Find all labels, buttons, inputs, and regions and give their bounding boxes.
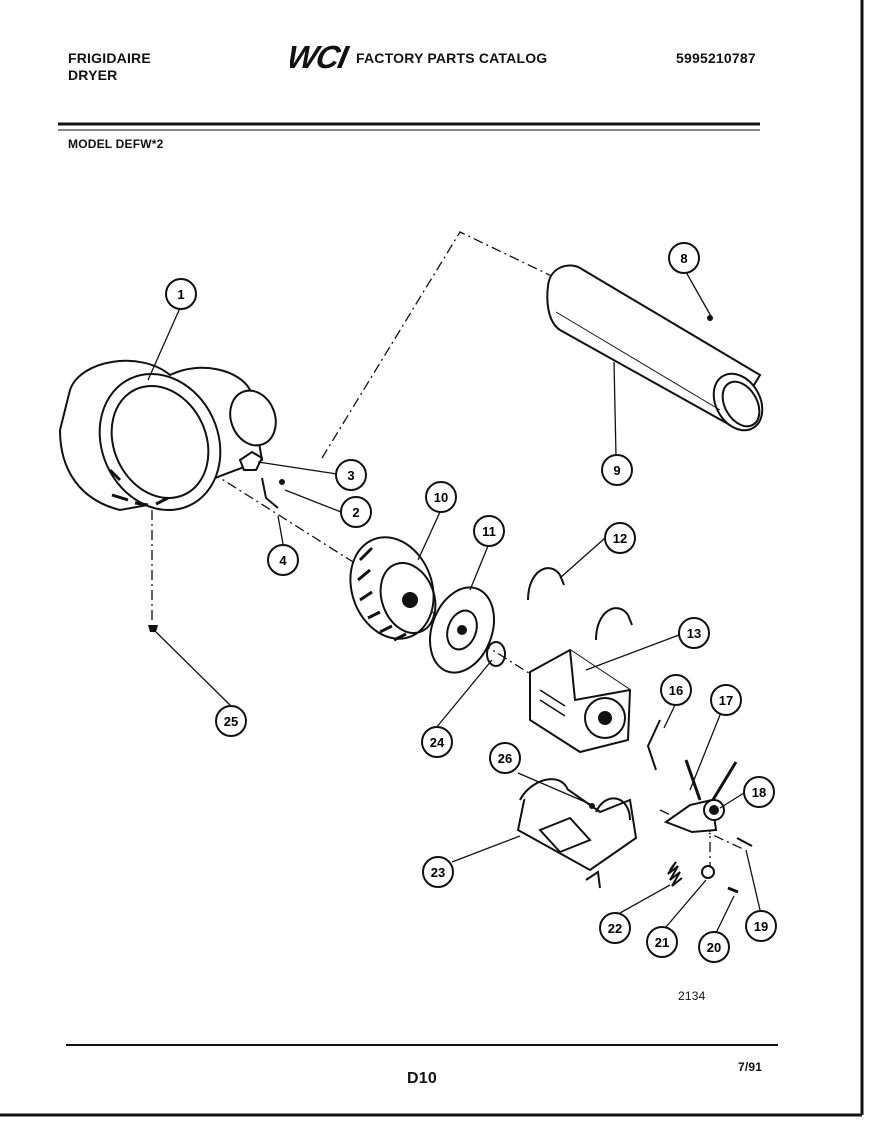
callout-label: 26 [498, 751, 512, 766]
callout: 23 [422, 856, 454, 888]
callout: 3 [335, 459, 367, 491]
callout-label: 25 [224, 714, 238, 729]
svg-text:WCI: WCI [290, 39, 352, 75]
leader-lines [147, 271, 761, 934]
callout: 13 [678, 617, 710, 649]
callout: 9 [601, 454, 633, 486]
motor-mount-bracket [516, 778, 638, 889]
page-id: D10 [407, 1070, 437, 1087]
callout-label: 21 [655, 935, 669, 950]
callout: 2 [340, 496, 372, 528]
drive-motor [529, 648, 632, 754]
callout-label: 4 [279, 553, 287, 568]
duct-screw [707, 315, 713, 321]
callout: 11 [473, 515, 505, 547]
callout: 4 [267, 544, 299, 576]
callout: 21 [646, 926, 678, 958]
callout-label: 23 [431, 865, 445, 880]
blower-wheel [349, 536, 437, 642]
callout: 18 [743, 776, 775, 808]
callout-label: 13 [687, 626, 701, 641]
wci-logo: WCI [290, 39, 352, 75]
brand-name: FRIGIDAIRE [68, 50, 151, 66]
catalog-title: FACTORY PARTS CATALOG [356, 50, 548, 66]
seal-plate [429, 586, 495, 674]
callout-label: 24 [430, 735, 445, 750]
callout: 12 [604, 522, 636, 554]
callout-label: 22 [608, 921, 622, 936]
callout-label: 19 [754, 919, 768, 934]
housing-screw [148, 625, 158, 632]
revision-date: 7/91 [738, 1060, 763, 1074]
callout-label: 12 [613, 531, 627, 546]
bracket-screw [589, 803, 595, 809]
callout-label: 18 [752, 785, 766, 800]
small-hardware [238, 450, 285, 509]
callout: 22 [599, 912, 631, 944]
callout-label: 16 [669, 683, 683, 698]
brand-block: FRIGIDAIRE DRYER [68, 50, 151, 84]
tension-spring [667, 861, 683, 887]
callout: 26 [489, 742, 521, 774]
callout: 10 [425, 481, 457, 513]
callout-label: 11 [482, 524, 496, 539]
callout: 25 [215, 705, 247, 737]
callout: 1 [165, 278, 197, 310]
motor-clamps [527, 567, 633, 641]
callout-label: 3 [347, 468, 354, 483]
model-label: MODEL DEFW*2 [68, 137, 164, 151]
figure-number: 2134 [678, 989, 706, 1003]
callout: 8 [668, 242, 700, 274]
callout-label: 1 [177, 287, 184, 302]
catalog-number: 5995210787 [676, 50, 756, 66]
callout-label: 9 [613, 463, 620, 478]
exhaust-duct [546, 264, 764, 432]
callout: 19 [745, 910, 777, 942]
callout-label: 2 [352, 505, 359, 520]
callout: 20 [698, 931, 730, 963]
idler-assembly [646, 719, 753, 847]
idler-screw [727, 886, 739, 894]
blower-housing [58, 359, 277, 512]
callout-label: 17 [719, 693, 733, 708]
idler-washer [701, 865, 715, 879]
product-type: DRYER [68, 67, 118, 83]
callout-label: 20 [707, 940, 721, 955]
motor-seal-ring [486, 641, 506, 667]
callout-label: 10 [434, 490, 448, 505]
callout: 24 [421, 726, 453, 758]
callout: 16 [660, 674, 692, 706]
callout-label: 8 [680, 251, 687, 266]
callout: 17 [710, 684, 742, 716]
